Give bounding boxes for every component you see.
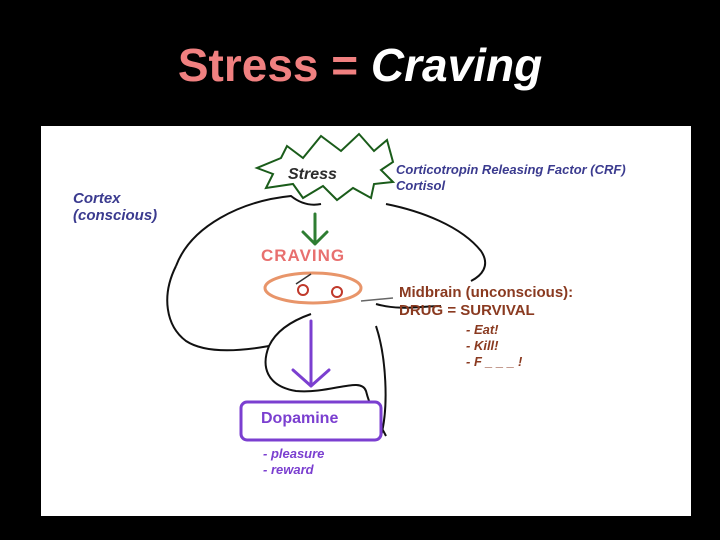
midbrain-pointer — [360, 297, 394, 302]
neuron-link — [295, 273, 312, 285]
neuron-left — [297, 284, 309, 296]
survival-item-kill: - Kill! — [466, 338, 499, 353]
neuron-right — [331, 286, 343, 298]
drug-survival-label: DRUG = SURVIVAL — [399, 302, 535, 319]
dopamine-effect-pleasure: - pleasure — [263, 446, 325, 461]
brain-diagram — [166, 132, 487, 442]
brain-outline — [175, 194, 322, 267]
cortex-label: Cortex — [73, 190, 121, 207]
title-part-stress: Stress = — [177, 39, 359, 91]
hormone-crf: Corticotropin Releasing Factor (CRF) — [396, 162, 626, 177]
midbrain-ellipse — [263, 271, 363, 305]
dopamine-box — [239, 400, 383, 442]
survival-item-f: - F _ _ _ ! — [466, 354, 523, 369]
stress-to-craving-arrow — [301, 212, 329, 246]
dopamine-label: Dopamine — [261, 410, 339, 427]
brainstem-outline — [264, 303, 442, 437]
brain-outline-lower — [166, 265, 270, 352]
cortex-conscious: (conscious) — [73, 207, 158, 224]
diagram-panel: Stress Corticotropin Releasing Factor (C… — [41, 126, 691, 516]
slide-title: Stress = Craving — [0, 38, 720, 92]
stress-label: Stress — [288, 166, 337, 183]
title-part-craving: Craving — [370, 39, 543, 91]
brain-outline-right — [385, 203, 487, 282]
survival-item-eat: - Eat! — [466, 322, 499, 337]
craving-label: CRAVING — [261, 246, 346, 265]
midbrain-label: Midbrain (unconscious): — [399, 284, 574, 301]
hormone-cortisol: Cortisol — [396, 178, 446, 193]
stress-burst-shape — [254, 132, 396, 202]
dopamine-effect-reward: - reward — [263, 462, 314, 477]
midbrain-to-dopamine-arrow — [291, 319, 331, 388]
